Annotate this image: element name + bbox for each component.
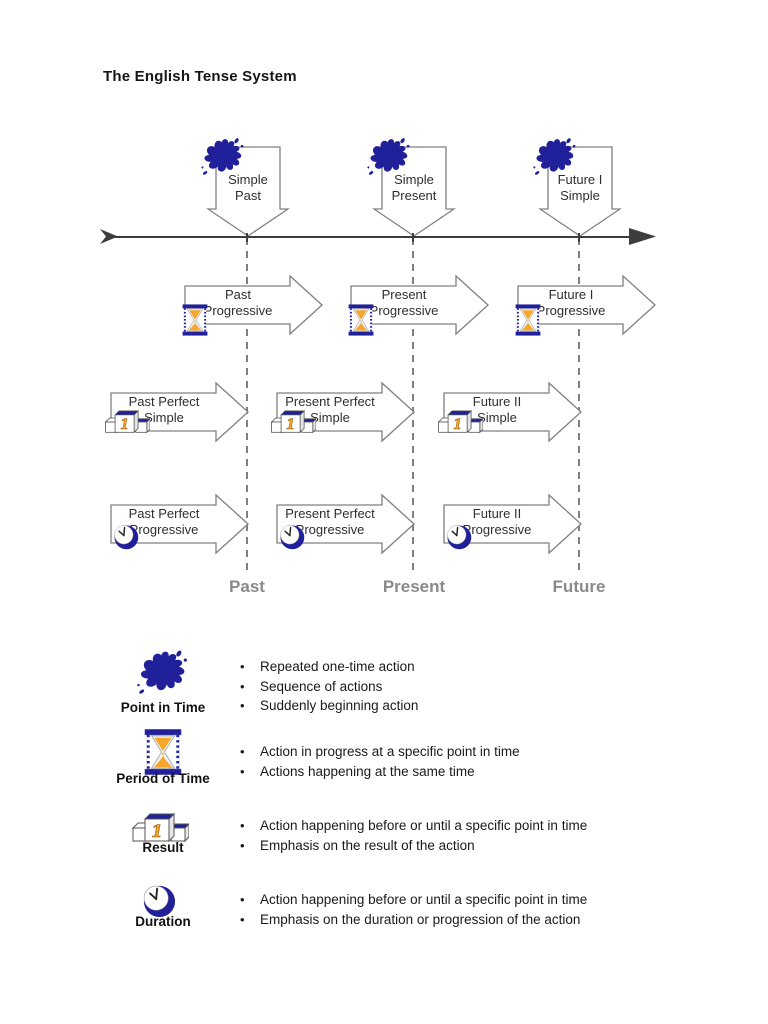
arrow-future-1-simple: Future I Simple bbox=[538, 146, 622, 238]
hourglass-icon bbox=[348, 303, 374, 337]
legend-bullets-result: Action happening before or until a speci… bbox=[240, 816, 587, 855]
tense-label: Progressive bbox=[295, 522, 365, 537]
hourglass-icon bbox=[515, 303, 541, 337]
splat-icon bbox=[532, 136, 580, 180]
tense-label: Present Perfect bbox=[285, 394, 375, 409]
legend-bullet: Repeated one-time action bbox=[240, 657, 418, 677]
tense-label: Simple bbox=[310, 410, 350, 425]
tense-label: Past bbox=[224, 287, 251, 302]
tense-label: Past Perfect bbox=[128, 506, 200, 521]
legend-label-duration: Duration bbox=[135, 914, 191, 929]
arrow-future-2-simple: Future II Simple bbox=[443, 381, 583, 443]
tense-label: Simple bbox=[560, 188, 600, 203]
tense-label: Progressive bbox=[129, 522, 199, 537]
dashed-line-past bbox=[246, 238, 248, 572]
legend-bullet: Action happening before or until a speci… bbox=[240, 816, 587, 836]
hourglass-icon bbox=[144, 729, 182, 775]
legend-label-point-in-time: Point in Time bbox=[120, 700, 206, 715]
legend-bullet: Action in progress at a specific point i… bbox=[240, 742, 520, 762]
tense-label: Simple bbox=[144, 410, 184, 425]
legend-bullet: Emphasis on the result of the action bbox=[240, 836, 587, 856]
tense-label: Future I bbox=[548, 287, 594, 302]
arrow-simple-past: Simple Past bbox=[206, 146, 290, 238]
tense-label: Present Perfect bbox=[285, 506, 375, 521]
arrow-past-progressive: Past Progressive bbox=[184, 274, 324, 336]
legend-bullet: Actions happening at the same time bbox=[240, 762, 520, 782]
tense-label: Simple bbox=[228, 172, 268, 187]
legend-bullet: Sequence of actions bbox=[240, 677, 418, 697]
legend-bullets-duration: Action happening before or until a speci… bbox=[240, 890, 587, 929]
tense-label: Progressive bbox=[203, 303, 273, 318]
timeline-tick-past bbox=[246, 233, 248, 242]
legend-bullet: Suddenly beginning action bbox=[240, 696, 418, 716]
arrow-future-2-progressive: Future II Progressive bbox=[443, 493, 583, 555]
podium-icon bbox=[437, 409, 483, 435]
tense-label: Future I bbox=[557, 172, 603, 187]
timeline-right-arrowhead bbox=[629, 228, 656, 245]
timeline-left-arrowhead bbox=[100, 229, 118, 244]
tense-label: Present bbox=[381, 287, 427, 302]
clock-icon bbox=[142, 884, 176, 918]
legend-bullets-point-in-time: Repeated one-time action Sequence of act… bbox=[240, 657, 418, 716]
arrow-past-perfect-progressive: Past Perfect Progressive bbox=[110, 493, 250, 555]
arrow-present-progressive: Present Progressive bbox=[350, 274, 490, 336]
clock-icon bbox=[279, 524, 305, 550]
podium-icon bbox=[270, 409, 316, 435]
timeline-tick-present bbox=[412, 233, 414, 242]
splat-icon bbox=[136, 648, 192, 700]
axis-label-past: Past bbox=[229, 577, 265, 596]
tense-label: Progressive bbox=[462, 522, 532, 537]
axis-label-present: Present bbox=[382, 577, 446, 596]
tense-label: Simple bbox=[394, 172, 434, 187]
legend-label-result: Result bbox=[142, 840, 184, 855]
dashed-line-future bbox=[578, 238, 580, 572]
tense-label: Present bbox=[391, 188, 437, 203]
clock-icon bbox=[113, 524, 139, 550]
splat-icon bbox=[200, 136, 248, 180]
tense-label: Progressive bbox=[369, 303, 439, 318]
splat-icon bbox=[366, 136, 414, 180]
podium-icon bbox=[104, 409, 150, 435]
legend-label-period-of-time: Period of Time bbox=[116, 771, 210, 786]
legend-bullet: Emphasis on the duration or progression … bbox=[240, 910, 587, 930]
page-title: The English Tense System bbox=[103, 68, 297, 85]
arrow-simple-present: Simple Present bbox=[372, 146, 456, 238]
arrow-present-perfect-progressive: Present Perfect Progressive bbox=[276, 493, 416, 555]
legend-bullets-period-of-time: Action in progress at a specific point i… bbox=[240, 742, 520, 781]
dashed-line-present bbox=[412, 238, 414, 572]
tense-label: Simple bbox=[477, 410, 517, 425]
tense-label: Future II bbox=[472, 506, 522, 521]
tense-label: Past bbox=[234, 188, 261, 203]
timeline-tick-future bbox=[578, 233, 580, 242]
tense-label: Progressive bbox=[536, 303, 606, 318]
arrow-future-1-progressive: Future I Progressive bbox=[517, 274, 657, 336]
tense-label: Future II bbox=[472, 394, 522, 409]
timeline-axis bbox=[110, 236, 632, 238]
hourglass-icon bbox=[182, 303, 208, 337]
axis-label-future: Future bbox=[552, 577, 606, 596]
arrow-present-perfect-simple: Present Perfect Simple bbox=[276, 381, 416, 443]
clock-icon bbox=[446, 524, 472, 550]
legend-bullet: Action happening before or until a speci… bbox=[240, 890, 587, 910]
tense-label: Past Perfect bbox=[128, 394, 200, 409]
arrow-past-perfect-simple: Past Perfect Simple bbox=[110, 381, 250, 443]
